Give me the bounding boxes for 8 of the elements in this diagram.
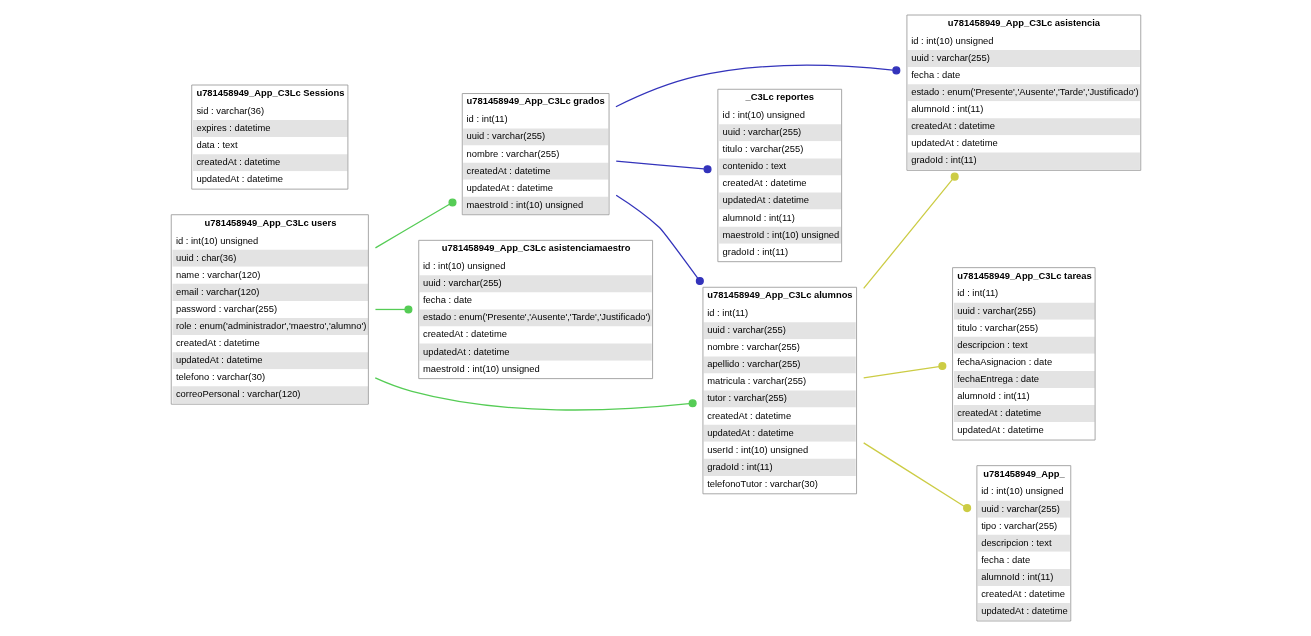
connector — [862, 442, 971, 513]
connector — [615, 194, 704, 286]
connector — [615, 160, 712, 174]
connector — [862, 362, 946, 379]
connector — [862, 172, 959, 290]
connector — [374, 198, 457, 249]
connector — [374, 305, 412, 314]
connector — [374, 377, 697, 411]
